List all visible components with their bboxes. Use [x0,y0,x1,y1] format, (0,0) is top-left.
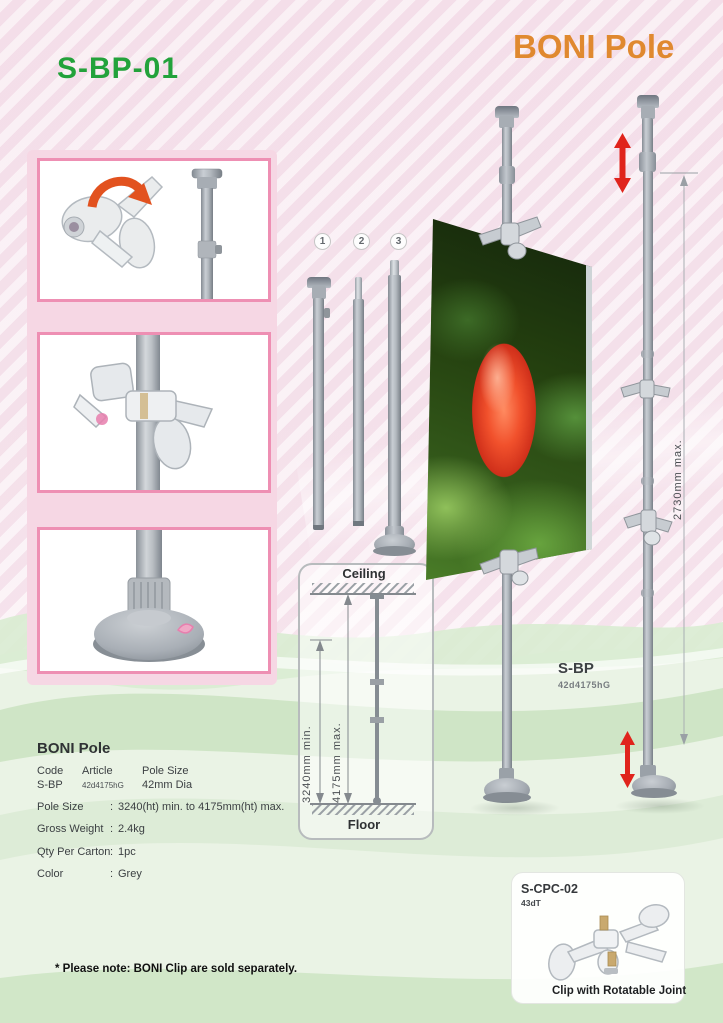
floor-label: Floor [347,817,381,832]
spec-table-title: BONI Pole [37,740,111,757]
accessory-code: S-CPC-02 [521,882,578,896]
pole-part-3 [373,260,430,558]
spec-row-label: Color [37,868,64,880]
photo-clip-on-pole [37,332,271,493]
pole-clip-lower-icon [623,509,673,546]
spec-col-article: Article [82,765,113,777]
spec-row-label: Pole Size [37,801,84,813]
clip-on-pole-illustration [73,335,214,490]
adjust-arrow-top-icon [614,133,631,193]
spec-row-value: 2.4kg [118,823,145,835]
spec-col-pole-size: Pole Size [142,765,189,777]
adjustable-pole-shadow [615,798,705,814]
max-height-dimension: 4175mm max. [331,722,343,803]
spec-row-value: Grey [118,868,142,880]
accessory-caption: Clip with Rotatable Joint [552,985,687,997]
spec-val-pole-size: 42mm Dia [142,779,193,791]
brand-title: BONI Pole [513,28,675,65]
extension-dimension-line [660,172,698,745]
spec-row-value: 3240(ht) min. to 4175mm(ht) max. [118,801,285,813]
pole-part-2 [352,277,365,529]
spec-val-article: 42d4175hG [82,781,124,790]
photo-clip-rotation [37,158,271,302]
spec-val-code: S-BP [37,779,63,791]
adjust-arrow-bottom-icon [620,731,635,788]
pole-clip-upper-icon [620,379,671,399]
spec-row-colon: : [110,846,114,858]
banner-bottom-clip-icon [479,547,539,586]
spec-row-label: Qty Per Carton [37,846,111,858]
model-article-label: 42d4175hG [558,680,611,690]
adjustable-pole [631,95,677,810]
clip-rotation-illustration [61,168,223,299]
pole-part-1 [307,277,333,533]
installation-diagram-drawing [310,583,416,815]
ceiling-label: Ceiling [342,566,386,581]
rotatable-clip-illustration [548,903,670,981]
model-code-label: S-BP [558,660,594,677]
footnote: * Please note: BONI Clip are sold separa… [55,963,298,975]
banner-pole-shadow [470,800,560,816]
spec-row-colon: : [110,823,114,835]
extension-max-dimension: 2730mm max. [672,439,684,520]
part-number-1: 1 [314,233,331,250]
spec-row-label: Gross Weight [37,823,104,835]
accessory-article: 43dT [521,898,541,908]
flower-banner [426,219,592,580]
part-number-2: 2 [353,233,370,250]
pole-base-illustration [93,530,205,662]
spec-col-code: Code [37,765,64,777]
banner-top-clip-icon [478,216,542,260]
product-code-title: S-BP-01 [57,52,180,85]
spec-row-value: 1pc [118,846,136,858]
photo-pole-base [37,527,271,674]
min-height-dimension: 3240mm min. [301,725,313,803]
spec-row-colon: : [110,801,114,813]
part-number-3: 3 [390,233,407,250]
spec-row-colon: : [110,868,114,880]
